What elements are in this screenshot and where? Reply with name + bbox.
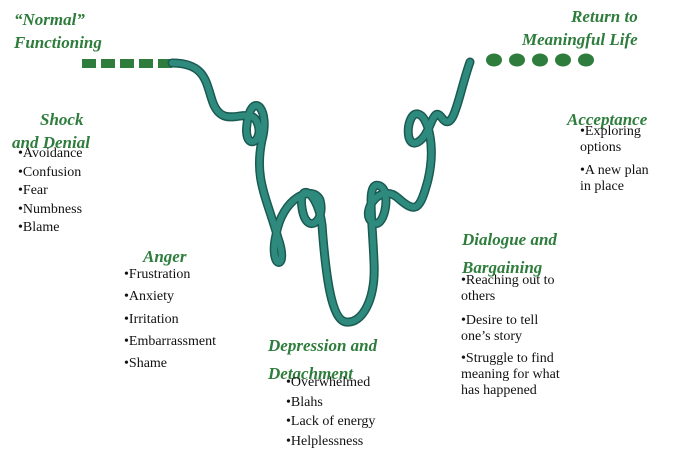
- dialogue-item: •Desire to tell one’s story: [461, 313, 538, 345]
- shock-item-line: •Blame: [18, 220, 59, 236]
- shock-item-line: •Avoidance: [18, 146, 83, 162]
- dialogue-item: •Reaching out to others: [461, 273, 555, 305]
- dialogue-item-line: one’s story: [461, 329, 538, 345]
- return-to-meaningful-life-heading: Return to Meaningful Life: [522, 5, 638, 51]
- normal-functioning-heading: “Normal” Functioning: [14, 8, 102, 54]
- return-heading-line2: Meaningful Life: [522, 28, 638, 51]
- ribbon-path: [172, 62, 470, 322]
- shock-item: •Blame: [18, 220, 59, 236]
- acceptance-item: •A new plan in place: [580, 163, 649, 195]
- normal-functioning-heading-line2: Functioning: [14, 31, 102, 54]
- depression-item-line: •Lack of energy: [286, 414, 375, 430]
- depression-item-line: •Helplessness: [286, 434, 363, 450]
- shock-item: •Avoidance: [18, 146, 83, 162]
- anger-item-line: •Shame: [124, 356, 167, 372]
- anger-item-line: •Irritation: [124, 312, 179, 328]
- anger-item: •Frustration: [124, 267, 190, 283]
- dialogue-item-line: others: [461, 289, 555, 305]
- shock-item: •Fear: [18, 183, 48, 199]
- normal-functioning-heading-line1: “Normal”: [14, 8, 102, 31]
- shock-heading-line1: Shock: [12, 108, 90, 131]
- anger-item: •Anxiety: [124, 289, 174, 305]
- return-heading-line1: Return to: [522, 5, 638, 28]
- shock-item-line: •Numbness: [18, 202, 82, 218]
- acceptance-item-line: •A new plan: [580, 163, 649, 179]
- dialogue-item-line: •Struggle to find: [461, 351, 560, 367]
- depression-item: •Overwhelmed: [286, 375, 370, 391]
- acceptance-item-line: options: [580, 140, 641, 156]
- shock-item-line: •Fear: [18, 183, 48, 199]
- dialogue-item-line: has happened: [461, 383, 560, 399]
- dialogue-heading-line1: Dialogue and: [462, 226, 557, 254]
- acceptance-item: •Exploring options: [580, 124, 641, 156]
- depression-item: •Lack of energy: [286, 414, 375, 430]
- anger-item: •Shame: [124, 356, 167, 372]
- shock-item: •Confusion: [18, 165, 81, 181]
- anger-item-line: •Frustration: [124, 267, 190, 283]
- shock-item: •Numbness: [18, 202, 82, 218]
- dialogue-item-line: •Desire to tell: [461, 313, 538, 329]
- depression-item-line: •Overwhelmed: [286, 375, 370, 391]
- shock-item-line: •Confusion: [18, 165, 81, 181]
- acceptance-item-line: in place: [580, 179, 649, 195]
- dialogue-item-line: •Reaching out to: [461, 273, 555, 289]
- anger-item: •Irritation: [124, 312, 179, 328]
- dialogue-item-line: meaning for what: [461, 367, 560, 383]
- normal-functioning-markers: [82, 59, 172, 68]
- depression-item-line: •Blahs: [286, 395, 323, 411]
- depression-item: •Helplessness: [286, 434, 363, 450]
- depression-item: •Blahs: [286, 395, 323, 411]
- anger-heading-line1: Anger: [143, 245, 186, 268]
- anger-item-line: •Embarrassment: [124, 334, 216, 350]
- anger-heading: Anger: [143, 245, 186, 268]
- depression-heading-line1: Depression and: [268, 332, 377, 360]
- anger-item-line: •Anxiety: [124, 289, 174, 305]
- meaningful-life-markers: [486, 54, 594, 67]
- acceptance-item-line: •Exploring: [580, 124, 641, 140]
- dialogue-item: •Struggle to find meaning for what has h…: [461, 351, 560, 399]
- anger-item: •Embarrassment: [124, 334, 216, 350]
